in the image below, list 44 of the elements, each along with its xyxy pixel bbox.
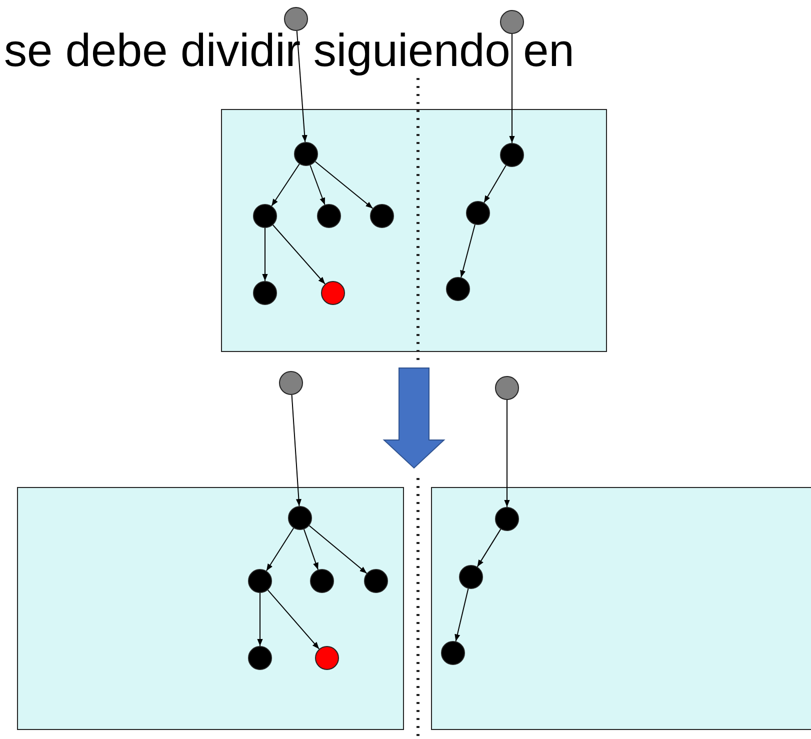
arrow (460, 224, 476, 278)
tree-node-circle (294, 142, 318, 166)
arrow (296, 30, 308, 143)
arrow (266, 528, 294, 572)
arrow (308, 525, 368, 574)
tree-node-circle (253, 204, 277, 228)
tree-node-circle (364, 569, 388, 593)
arrow (272, 224, 326, 284)
tree-node-circle (466, 201, 490, 225)
tree-node-circle (441, 641, 465, 665)
arrow (267, 590, 320, 650)
block-arrow (382, 368, 446, 469)
tree-node-circle (370, 204, 394, 228)
arrow (484, 164, 506, 204)
tree-node-circle (248, 569, 272, 593)
arrow (509, 34, 515, 144)
tree-node-circle (317, 204, 341, 228)
root-node-circle (279, 371, 303, 395)
tree-node-circle (248, 646, 272, 670)
tree-node-circle (446, 277, 470, 301)
arrow (314, 161, 374, 209)
tree-node-circle (495, 507, 519, 531)
tree-node-circle (500, 143, 524, 167)
partition-box (431, 487, 811, 730)
tree-node-circle (315, 646, 339, 670)
partition-box (221, 109, 607, 352)
arrow (257, 592, 263, 646)
tree-node-circle (253, 281, 277, 305)
root-node-circle (500, 10, 524, 34)
tree-node-circle (288, 506, 312, 530)
arrow (262, 228, 268, 282)
tree-node-circle (310, 569, 334, 593)
root-node-circle (495, 376, 519, 400)
arrow (291, 394, 302, 507)
arrow (454, 588, 469, 642)
arrow (476, 528, 502, 568)
partition-box (17, 487, 404, 730)
root-node-circle (284, 7, 308, 31)
tree-node-circle (321, 281, 345, 305)
arrow (303, 528, 319, 570)
arrow (310, 164, 326, 206)
tree-node-circle (459, 565, 483, 589)
arrow (271, 164, 300, 206)
arrow (504, 400, 510, 508)
